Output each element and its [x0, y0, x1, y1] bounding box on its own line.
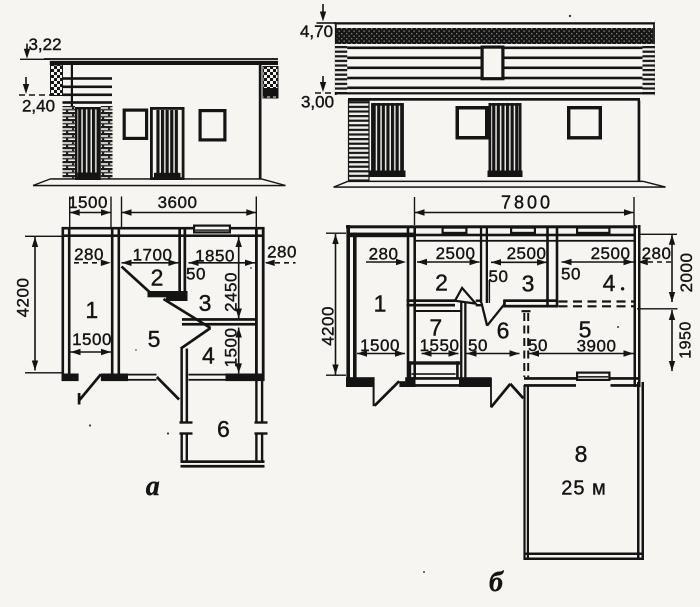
- svg-text:1550: 1550: [420, 336, 460, 355]
- svg-text:5: 5: [579, 317, 592, 343]
- svg-text:1950: 1950: [678, 321, 695, 359]
- svg-text:50: 50: [186, 265, 206, 284]
- svg-text:1: 1: [85, 297, 98, 323]
- svg-text:4,70: 4,70: [300, 22, 333, 41]
- svg-text:280: 280: [369, 245, 399, 264]
- svg-text:25 м: 25 м: [561, 478, 607, 500]
- svg-text:280: 280: [267, 243, 297, 262]
- svg-text:6: 6: [217, 416, 230, 442]
- svg-text:50: 50: [468, 336, 488, 355]
- svg-text:3600: 3600: [158, 193, 198, 212]
- svg-text:5: 5: [148, 326, 161, 352]
- svg-text:7800: 7800: [501, 193, 553, 213]
- svg-text:280: 280: [74, 245, 104, 264]
- svg-text:280: 280: [642, 244, 672, 263]
- svg-text:3,22: 3,22: [28, 35, 61, 54]
- svg-text:4200: 4200: [319, 306, 338, 346]
- svg-text:а: а: [146, 471, 160, 502]
- svg-text:1: 1: [374, 291, 387, 317]
- svg-text:1700: 1700: [133, 246, 173, 265]
- svg-text:2450: 2450: [222, 272, 241, 312]
- svg-text:7: 7: [429, 315, 442, 341]
- svg-text:3: 3: [522, 271, 535, 297]
- svg-text:6: 6: [497, 318, 510, 344]
- svg-text:3,00: 3,00: [301, 93, 334, 112]
- svg-text:2500: 2500: [591, 244, 631, 263]
- svg-text:50: 50: [561, 265, 581, 284]
- svg-text:1850: 1850: [195, 247, 235, 266]
- svg-text:2: 2: [151, 265, 164, 291]
- svg-text:3900: 3900: [577, 337, 617, 356]
- svg-text:1500: 1500: [72, 330, 112, 349]
- svg-text:3: 3: [199, 290, 212, 316]
- svg-text:2500: 2500: [436, 244, 476, 263]
- svg-text:1500: 1500: [68, 193, 108, 212]
- svg-text:2500: 2500: [507, 244, 547, 263]
- svg-text:4: 4: [202, 343, 215, 369]
- svg-text:4200: 4200: [14, 278, 33, 318]
- svg-text:1500: 1500: [360, 336, 400, 355]
- svg-text:б: б: [489, 567, 504, 598]
- svg-text:2000: 2000: [677, 253, 696, 293]
- svg-text:2: 2: [435, 270, 448, 296]
- svg-text:2,40: 2,40: [22, 97, 55, 116]
- svg-text:8: 8: [575, 441, 588, 467]
- svg-text:50: 50: [528, 336, 548, 355]
- svg-text:50: 50: [489, 267, 509, 286]
- svg-text:4: 4: [603, 270, 616, 296]
